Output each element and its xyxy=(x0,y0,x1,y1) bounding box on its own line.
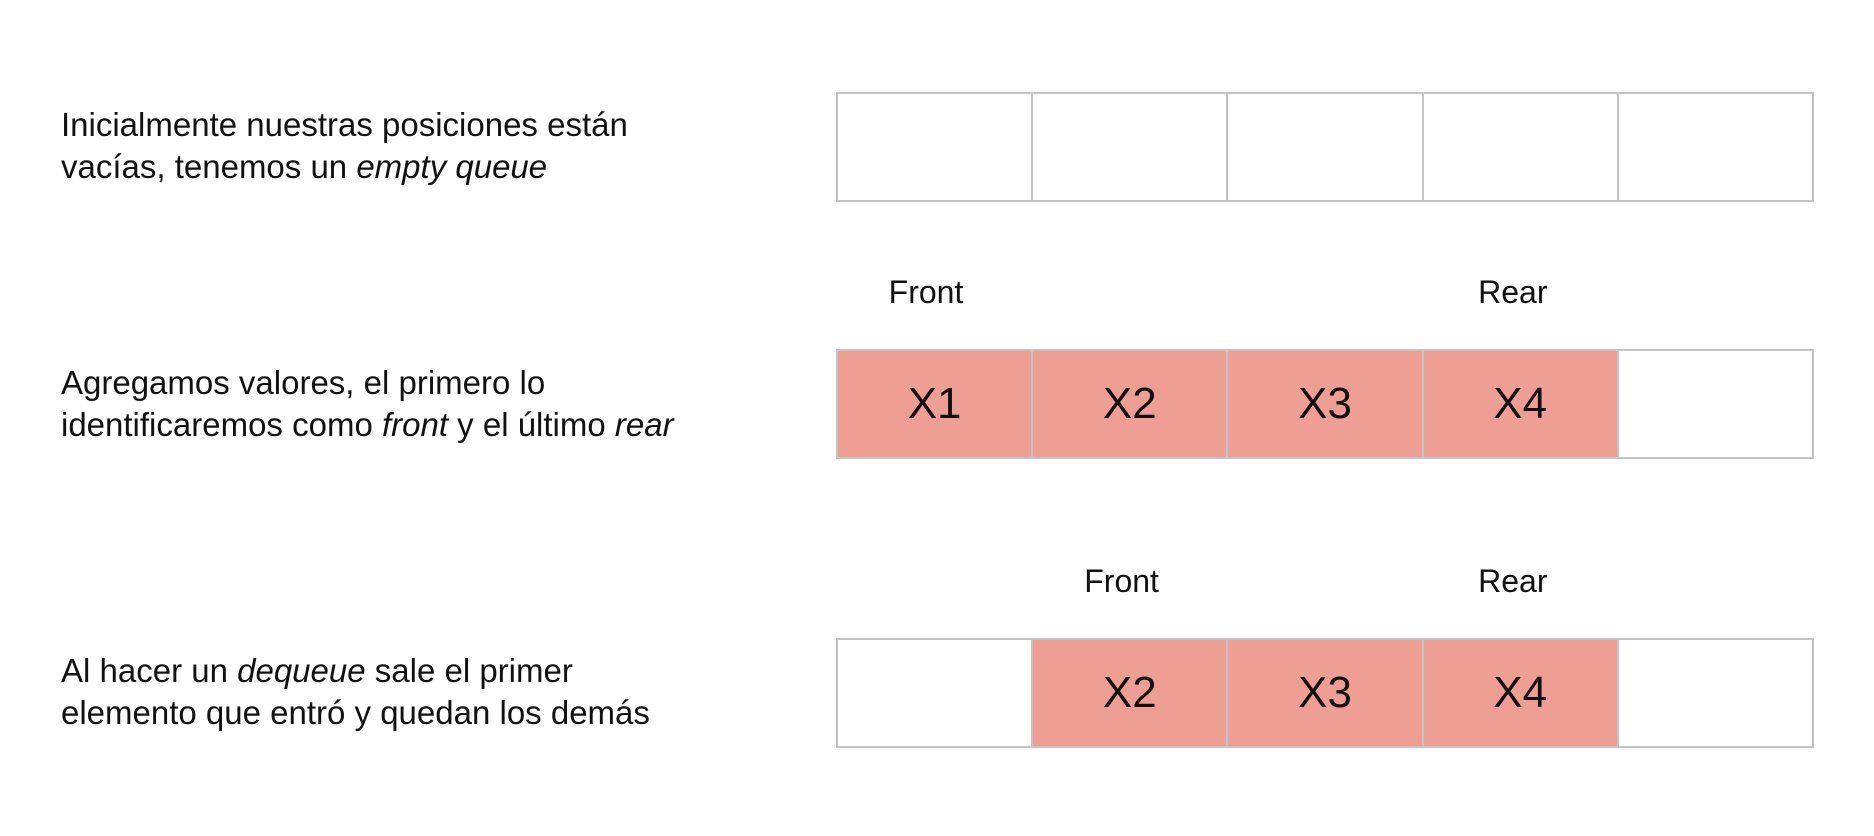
description-term: empty queue xyxy=(356,148,548,185)
queue-cell-filled: X2 xyxy=(1033,351,1229,457)
queue-cell-filled: X4 xyxy=(1423,640,1619,746)
front-pointer-label: Front xyxy=(888,274,964,310)
queue-cell-empty xyxy=(1424,94,1619,200)
queue-cell-empty xyxy=(838,94,1034,200)
description-text: Inicialmente nuestras posiciones están xyxy=(61,106,628,143)
queue-cell-empty xyxy=(1619,351,1812,457)
queue-cell-empty xyxy=(1033,94,1229,200)
description-line: vacías, tenemos un empty queue xyxy=(61,146,628,188)
description-line: elemento que entró y quedan los demás xyxy=(61,692,650,734)
queue-cell-empty xyxy=(1619,94,1812,200)
description-line: Al hacer un dequeue sale el primer xyxy=(61,650,650,692)
description-line: identificaremos como front y el último r… xyxy=(61,404,674,446)
description-line: Inicialmente nuestras posiciones están xyxy=(61,104,628,146)
description-text: Agregamos valores, el primero lo xyxy=(61,364,546,401)
description-term: rear xyxy=(614,406,674,443)
description-text: elemento que entró y quedan los demás xyxy=(61,694,650,731)
queue-cell-filled: X3 xyxy=(1228,351,1424,457)
front-pointer-label: Front xyxy=(1084,563,1159,599)
queue-cell-empty xyxy=(1228,94,1424,200)
description-text: vacías, tenemos un xyxy=(61,148,357,185)
queue-array xyxy=(836,92,1814,202)
description-term: dequeue xyxy=(237,652,366,689)
rear-pointer-label: Rear xyxy=(1478,563,1548,599)
description-term: front xyxy=(381,406,449,443)
queue-cell-filled: X2 xyxy=(1033,640,1229,746)
queue-cell-empty xyxy=(838,640,1034,746)
description-text: sale el primer xyxy=(365,652,573,689)
queue-cell-filled: X3 xyxy=(1228,640,1424,746)
description-line: Agregamos valores, el primero lo xyxy=(61,362,674,404)
queue-cell-empty xyxy=(1619,640,1812,746)
description-text: y el último xyxy=(448,406,615,443)
queue-cell-filled: X4 xyxy=(1423,351,1619,457)
queue-cell-filled: X1 xyxy=(838,351,1034,457)
description-text: Al hacer un xyxy=(61,652,238,689)
description-text: identificaremos como xyxy=(61,406,382,443)
rear-pointer-label: Rear xyxy=(1478,274,1548,310)
